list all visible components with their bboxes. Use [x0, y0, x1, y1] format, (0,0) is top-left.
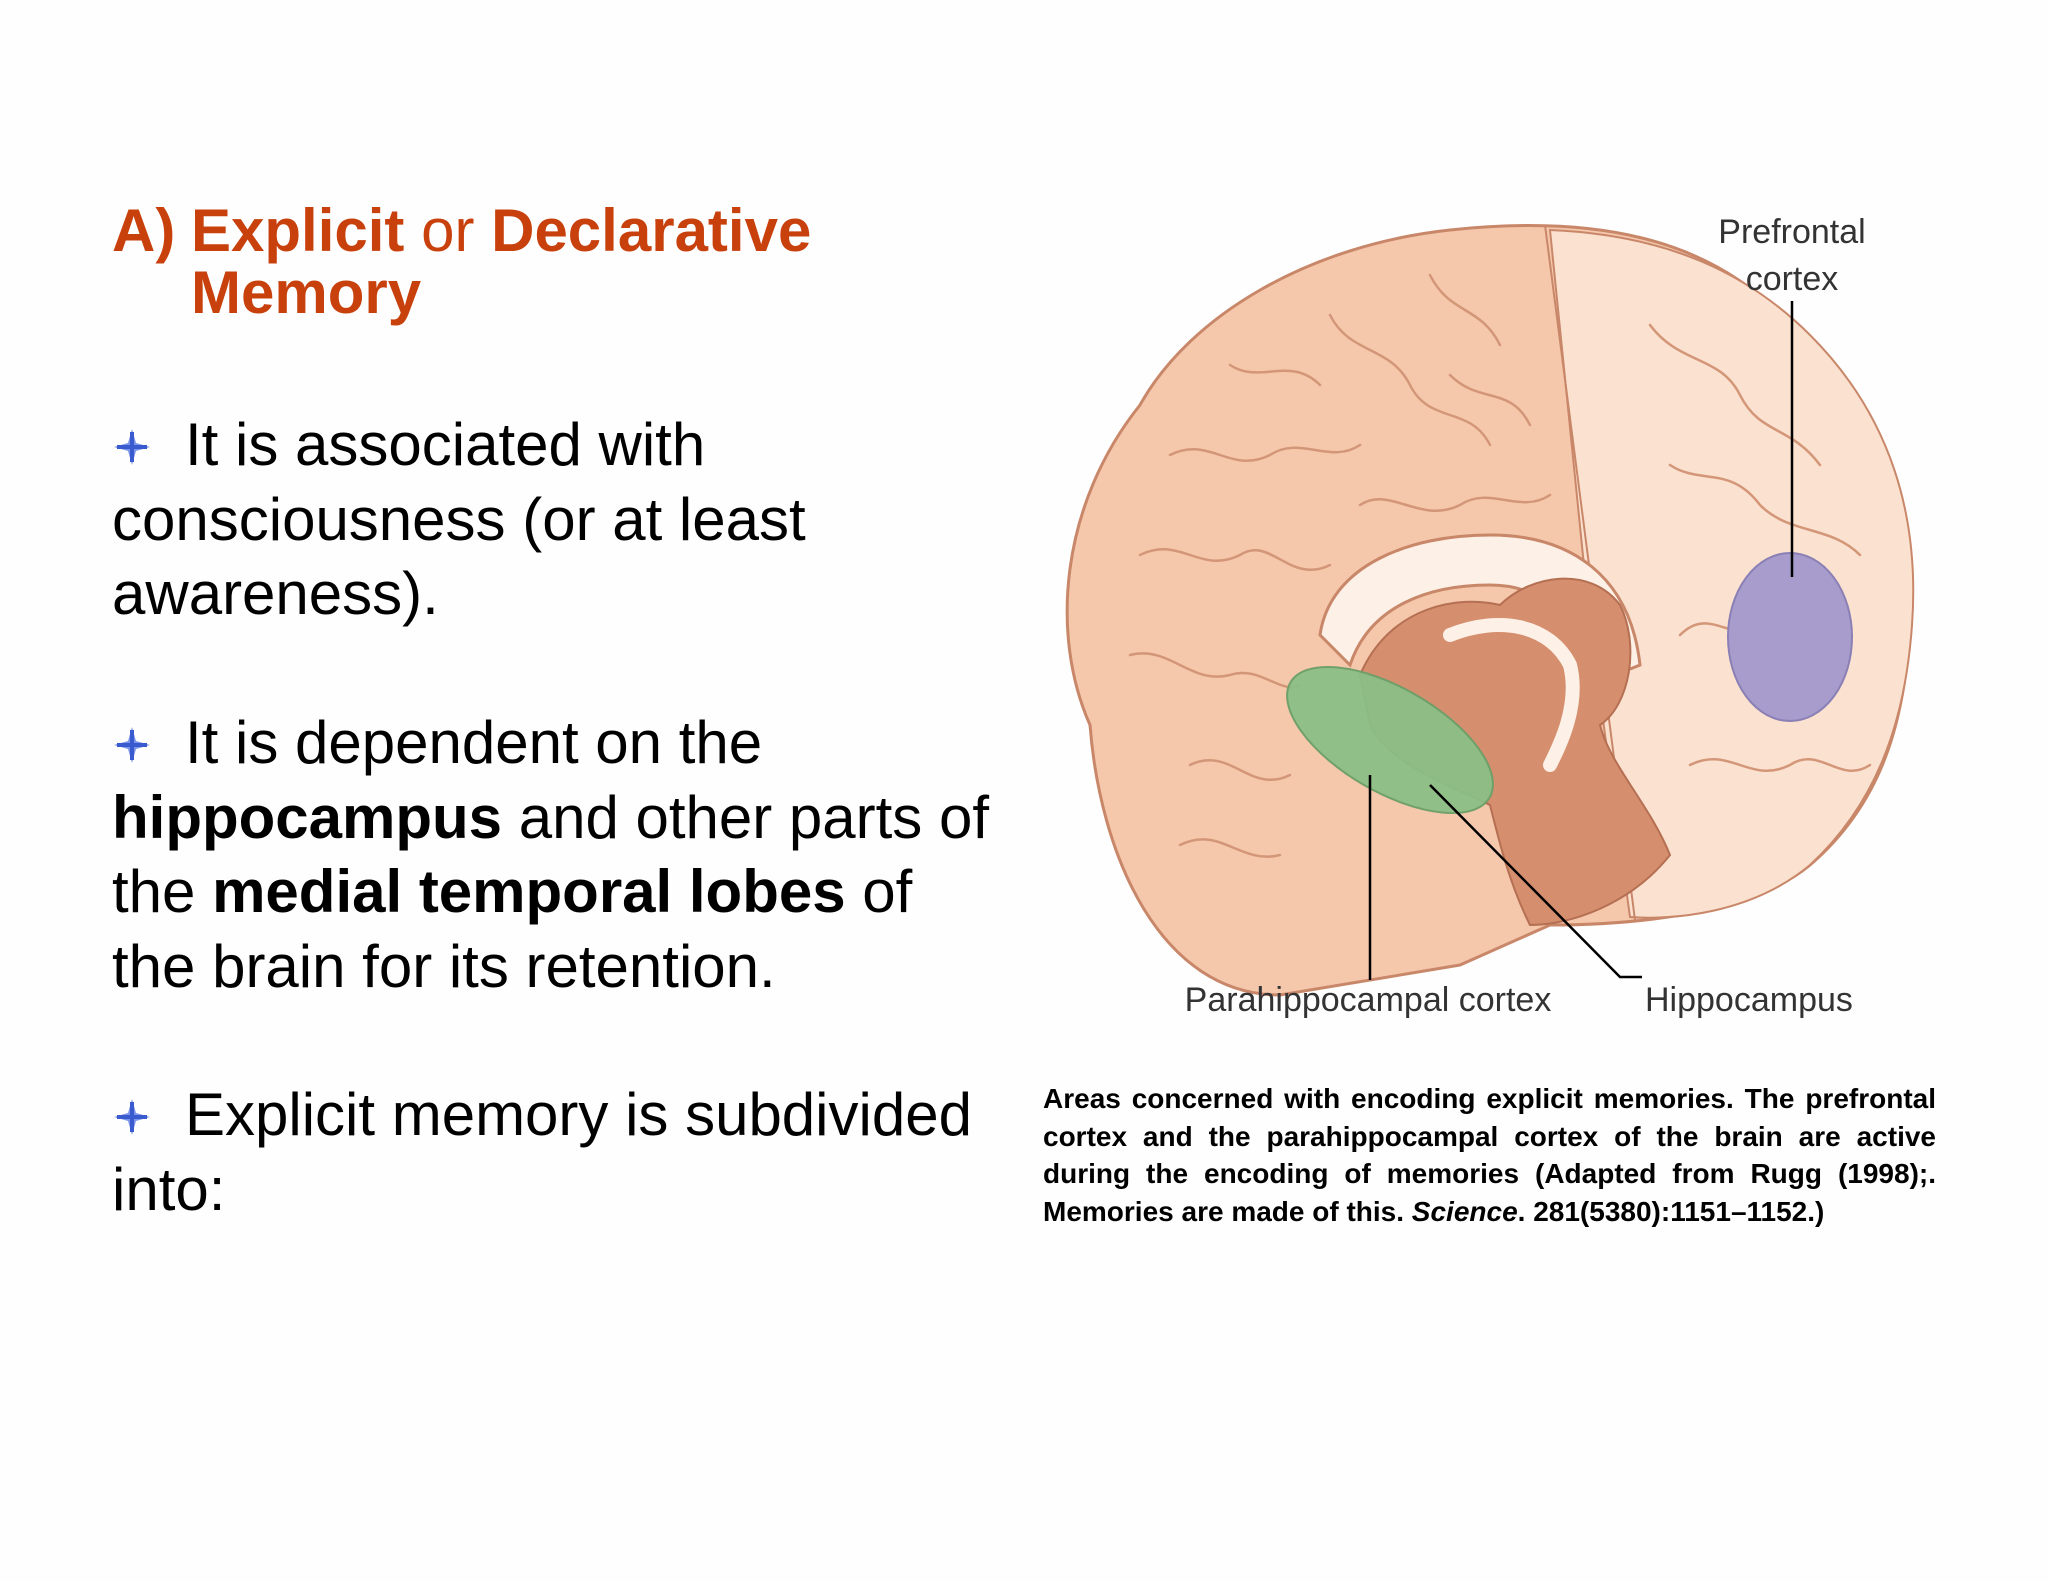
- heading-title: Explicit or Declarative Memory: [191, 200, 811, 324]
- prefrontal-region: [1727, 552, 1853, 722]
- heading-term-memory: Memory: [191, 259, 422, 326]
- gyri-lines: [1128, 273, 1872, 858]
- frontal-region: [1548, 228, 1915, 919]
- bullet-text: Explicit memory is subdivided into:: [112, 1081, 972, 1223]
- bullet-diamond-icon: [112, 725, 152, 765]
- heading-label: A): [112, 197, 176, 264]
- bullet-point-3: Explicit memory is subdivided into:: [112, 1078, 992, 1227]
- parahippocampal-region: [1286, 665, 1494, 815]
- corpus-callosum: [1318, 533, 1642, 688]
- bullet-text: and other parts of the: [112, 783, 990, 926]
- figure-caption: Areas concerned with encoding explicit m…: [1043, 1080, 1936, 1230]
- heading-term-explicit: Explicit: [191, 197, 405, 264]
- heading-term-declarative: Declarative: [491, 197, 812, 264]
- bullet-bold-hippocampus: hippocampus: [112, 783, 503, 851]
- brain-diagram: Prefrontal cortex Parahippocampal cortex…: [1030, 205, 1970, 1035]
- midbrain-structure: [1358, 577, 1672, 927]
- bullet-diamond-icon: [112, 1097, 152, 1137]
- label-parahippocampal-cortex: Parahippocampal cortex: [1185, 981, 1552, 1019]
- bullet-point-2: It is dependent on the hippocampus and o…: [112, 706, 992, 1004]
- bullet-point-1: It is associated with consciousness (or …: [112, 408, 992, 632]
- bullet-diamond-icon: [112, 427, 152, 467]
- bullet-bold-medial-temporal-lobes: medial temporal lobes: [212, 858, 846, 925]
- bullet-text: It is dependent on the: [185, 709, 763, 776]
- heading-conjunction: or: [421, 197, 475, 264]
- label-prefrontal-cortex: cortex: [1746, 260, 1839, 298]
- label-hippocampus: Hippocampus: [1645, 981, 1853, 1019]
- bullet-text: It is associated with consciousness (or …: [112, 411, 806, 627]
- bullet-text: of the brain for its retention.: [112, 858, 913, 1000]
- label-prefrontal: Prefrontal: [1718, 213, 1865, 251]
- caption-text: Areas concerned with encoding explicit m…: [1043, 1083, 1936, 1227]
- caption-journal: Science: [1411, 1195, 1518, 1227]
- caption-citation: . 281(5380):1151–1152.): [1517, 1195, 1825, 1227]
